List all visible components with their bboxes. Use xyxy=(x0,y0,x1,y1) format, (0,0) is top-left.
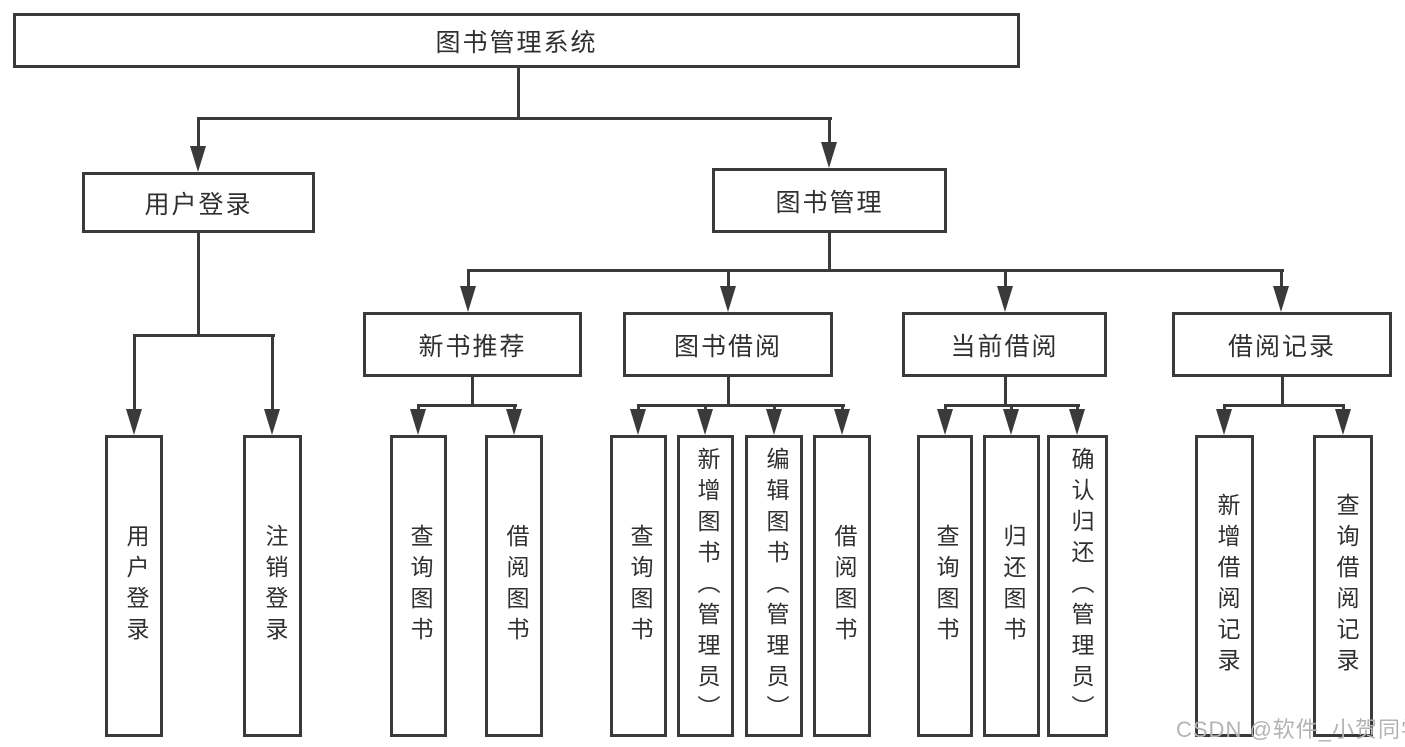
arrow-down-icon xyxy=(997,286,1013,312)
connector-line xyxy=(467,269,1284,272)
arrow-down-icon xyxy=(126,409,142,435)
arrow-down-icon xyxy=(766,409,782,435)
connector-line xyxy=(828,233,831,271)
connector-line xyxy=(1281,377,1284,406)
connector-line xyxy=(841,404,844,412)
connector-line xyxy=(1010,404,1013,412)
node-root: 图书管理系统 xyxy=(13,13,1020,68)
arrow-down-icon xyxy=(1273,286,1289,312)
connector-line xyxy=(704,404,707,412)
connector-line xyxy=(517,68,520,118)
arrow-down-icon xyxy=(506,409,522,435)
node-current-borrow: 当前借阅 xyxy=(902,312,1107,377)
connector-line xyxy=(1004,269,1007,289)
connector-line xyxy=(417,404,420,412)
arrow-down-icon xyxy=(460,286,476,312)
arrow-down-icon xyxy=(821,142,837,168)
connector-line xyxy=(513,404,516,412)
connector-line xyxy=(944,404,947,412)
arrow-down-icon xyxy=(630,409,646,435)
connector-line xyxy=(133,334,136,414)
connector-line xyxy=(271,334,274,414)
connector-line xyxy=(727,269,730,289)
connector-line xyxy=(1223,404,1226,412)
leaf-add-borrow-record: 新增借阅记录 xyxy=(1195,435,1254,737)
connector-line xyxy=(197,117,200,150)
connector-line xyxy=(197,232,200,336)
connector-line xyxy=(727,377,730,406)
node-user-login: 用户登录 xyxy=(82,172,315,233)
arrow-down-icon xyxy=(264,409,280,435)
connector-line xyxy=(637,404,845,407)
arrow-down-icon xyxy=(1216,409,1232,435)
arrow-down-icon xyxy=(410,409,426,435)
leaf-edit-books-admin: 编辑图书（管理员） xyxy=(745,435,803,737)
leaf-query-books: 查询图书 xyxy=(917,435,973,737)
leaf-add-books-admin: 新增图书（管理员） xyxy=(677,435,734,737)
leaf-borrow-books: 借阅图书 xyxy=(813,435,871,737)
connector-line xyxy=(1076,404,1079,412)
csdn-watermark: CSDN @软件_小贺同学 xyxy=(1176,717,1405,742)
node-borrow-records: 借阅记录 xyxy=(1172,312,1392,377)
leaf-confirm-return-admin: 确认归还（管理员） xyxy=(1047,435,1108,737)
leaf-query-books: 查询图书 xyxy=(610,435,667,737)
arrow-down-icon xyxy=(1069,409,1085,435)
arrow-down-icon xyxy=(697,409,713,435)
connector-line xyxy=(133,334,275,337)
node-new-book-recommend: 新书推荐 xyxy=(363,312,582,377)
node-book-management: 图书管理 xyxy=(712,168,947,233)
leaf-query-borrow-record: 查询借阅记录 xyxy=(1313,435,1373,737)
leaf-user-login: 用户登录 xyxy=(105,435,163,737)
arrow-down-icon xyxy=(834,409,850,435)
node-book-borrow: 图书借阅 xyxy=(623,312,833,377)
connector-line xyxy=(773,404,776,412)
arrow-down-icon xyxy=(937,409,953,435)
connector-line xyxy=(1342,404,1345,412)
leaf-query-books: 查询图书 xyxy=(390,435,447,737)
connector-line xyxy=(1004,377,1007,406)
leaf-logout: 注销登录 xyxy=(243,435,302,737)
arrow-down-icon xyxy=(1003,409,1019,435)
connector-line xyxy=(417,404,517,407)
connector-line xyxy=(467,269,470,289)
connector-line xyxy=(1280,269,1283,289)
arrow-down-icon xyxy=(720,286,736,312)
connector-line xyxy=(471,377,474,406)
leaf-borrow-books: 借阅图书 xyxy=(485,435,543,737)
arrow-down-icon xyxy=(1335,409,1351,435)
connector-line xyxy=(828,117,831,147)
connector-line xyxy=(197,117,832,120)
connector-line xyxy=(637,404,640,412)
arrow-down-icon xyxy=(190,146,206,172)
connector-line xyxy=(1223,404,1345,407)
leaf-return-books: 归还图书 xyxy=(983,435,1040,737)
